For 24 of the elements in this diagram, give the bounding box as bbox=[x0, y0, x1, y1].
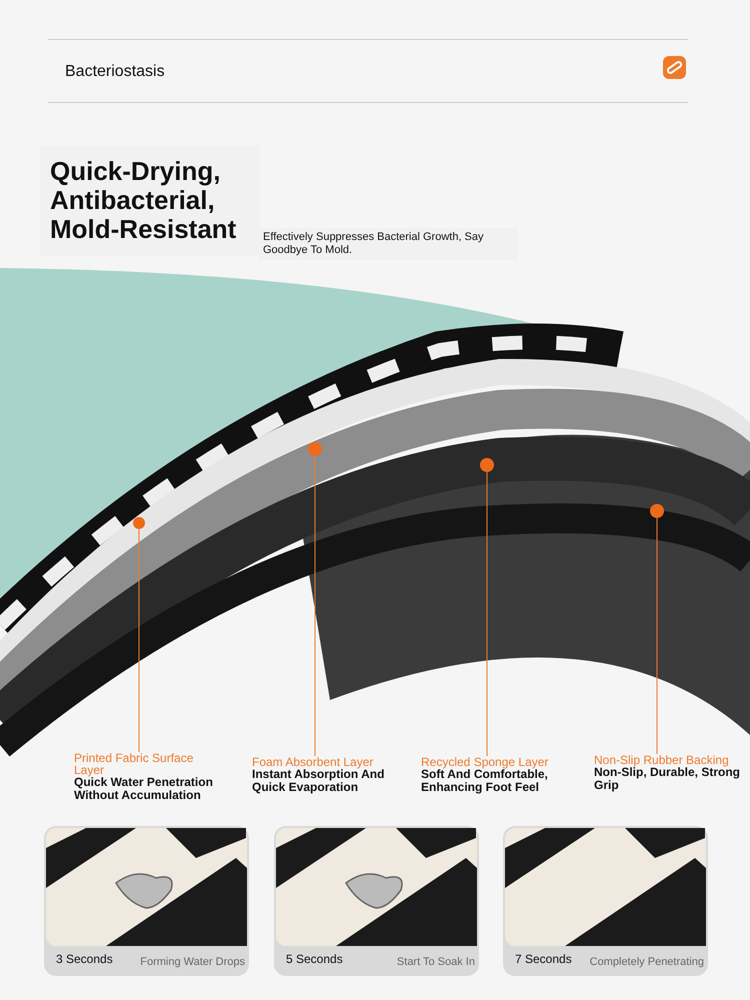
leader-line bbox=[314, 456, 316, 756]
time-label: 3 Seconds bbox=[56, 952, 113, 966]
title: Quick-Drying, Antibacterial, Mold-Resistant bbox=[40, 145, 260, 256]
photo-card bbox=[503, 826, 708, 976]
time-label: 7 Seconds bbox=[515, 952, 572, 966]
layer-description: Quick Water Penetration Without Accumulation bbox=[74, 776, 214, 802]
photo-card bbox=[274, 826, 479, 976]
layer-description: Instant Absorption And Quick Evaporation bbox=[252, 768, 386, 794]
layer-description: Soft And Comfortable, Enhancing Foot Feel bbox=[421, 768, 548, 794]
layer-name: Printed Fabric Surface Layer bbox=[74, 752, 194, 776]
layer-name: Non-Slip Rubber Backing bbox=[594, 754, 730, 766]
description: Effectively Suppresses Bacterial Growth, Say Goodbye To Mold. bbox=[258, 228, 518, 260]
layer-name: Recycled Sponge Layer bbox=[421, 756, 550, 768]
layer-description: Non-Slip, Durable, Strong Grip bbox=[594, 766, 741, 792]
leader-line bbox=[486, 472, 488, 756]
time-label: 5 Seconds bbox=[286, 952, 343, 966]
result-label: Forming Water Drops bbox=[140, 956, 245, 968]
leader-line bbox=[656, 518, 658, 754]
layer-name: Foam Absorbent Layer bbox=[252, 756, 374, 768]
result-label: Start To Soak In bbox=[396, 956, 475, 968]
section-heading: Bacteriostasis bbox=[65, 63, 165, 81]
result-label: Completely Penetrating bbox=[590, 956, 704, 968]
leader-line bbox=[138, 528, 140, 752]
photo-card bbox=[44, 826, 249, 976]
